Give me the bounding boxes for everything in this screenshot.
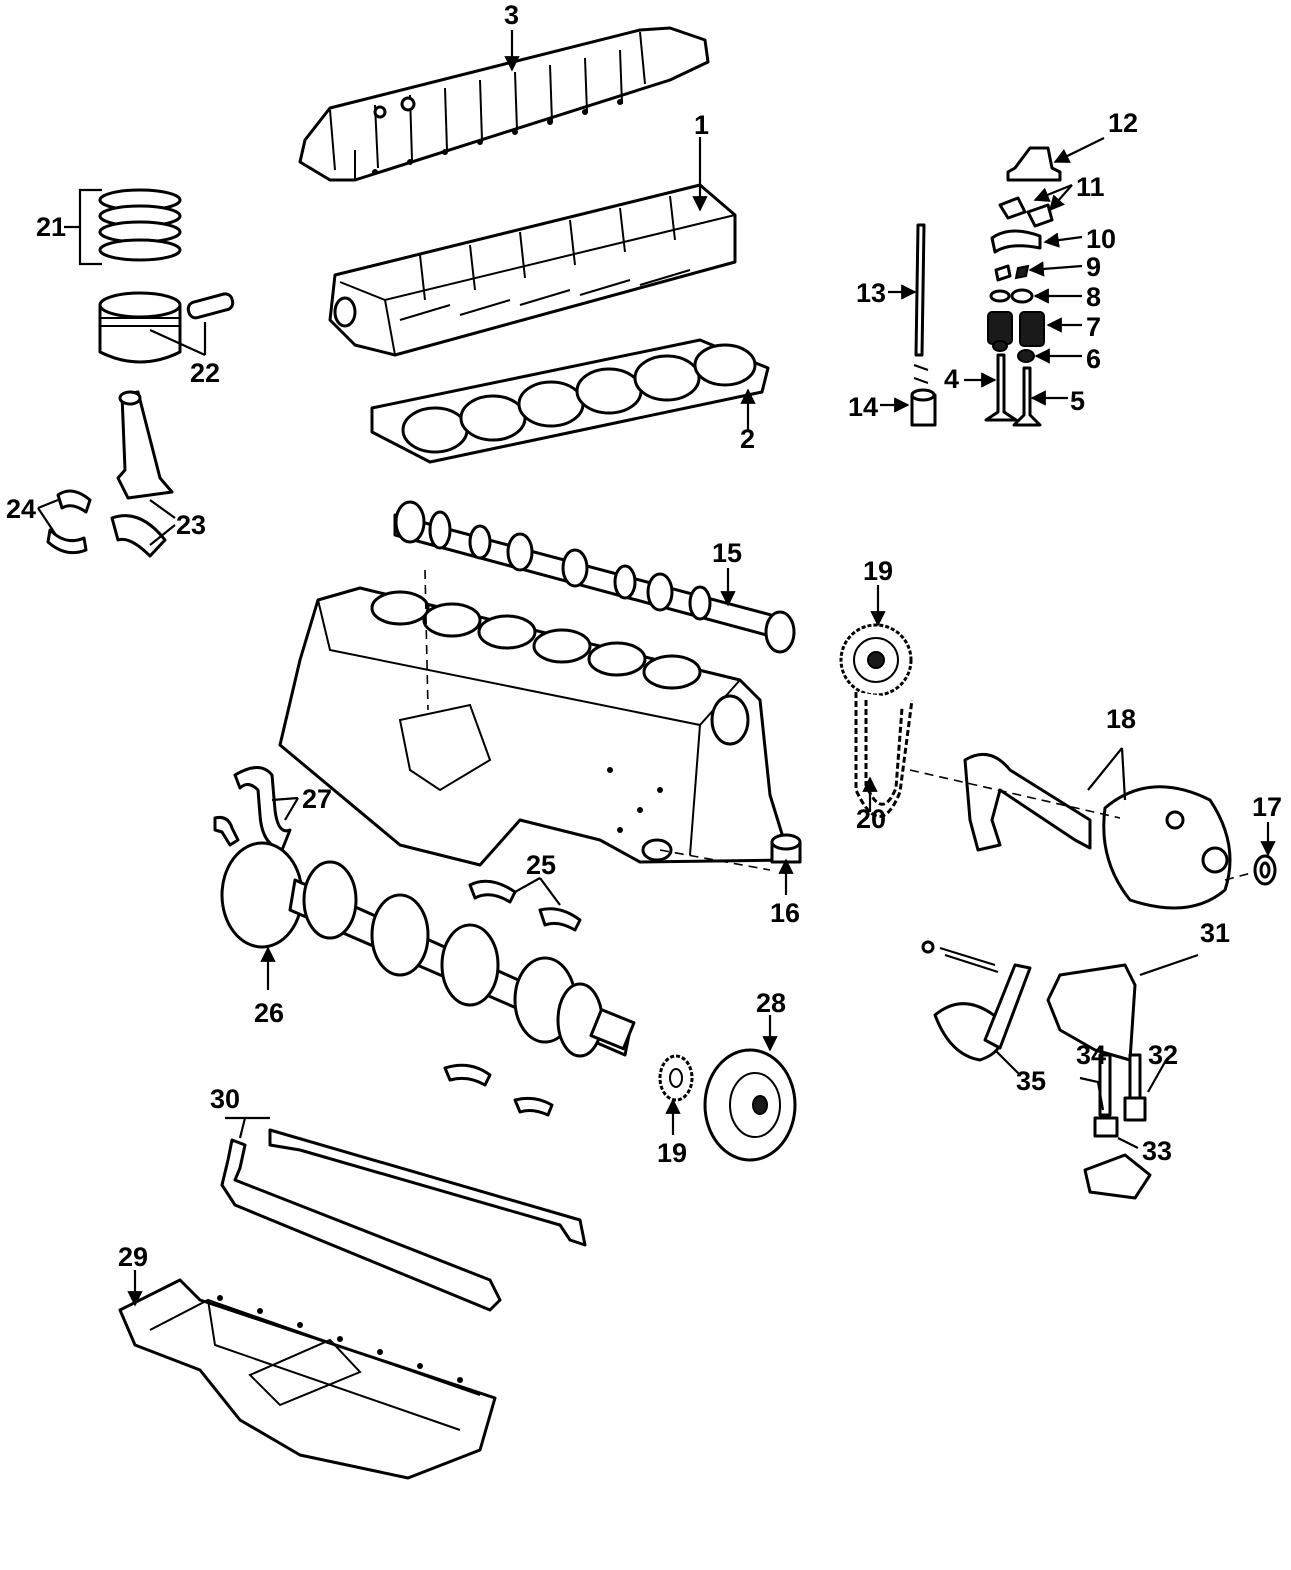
callout-labels: 1 2 3 4 5 6 7 8 9 10 11 12 13 14 15 16 1… (6, 0, 1282, 1272)
main-bearings (443, 877, 582, 1117)
piston (98, 291, 235, 364)
callout-30: 30 (210, 1084, 240, 1114)
piston-rings (64, 188, 182, 266)
front-crank-seal (1224, 854, 1277, 886)
callout-12: 12 (1108, 108, 1138, 138)
callout-23: 23 (176, 510, 206, 540)
callout-25: 25 (526, 850, 556, 880)
callout-15: 15 (712, 538, 742, 568)
head-gasket (370, 338, 770, 464)
callout-11: 11 (1076, 172, 1105, 202)
callout-17: 17 (1252, 792, 1282, 822)
callout-3: 3 (504, 0, 519, 30)
crankshaft (220, 841, 636, 1058)
valve-cover (298, 26, 710, 182)
callout-28: 28 (756, 988, 786, 1018)
callout-34: 34 (1076, 1040, 1106, 1070)
callout-19-upper: 19 (863, 556, 893, 586)
oil-pan (118, 1278, 497, 1480)
leader-arrows (127, 30, 1276, 1307)
rod-bearings (37, 489, 92, 555)
callout-6: 6 (1086, 344, 1101, 374)
callout-5: 5 (1070, 386, 1085, 416)
valve-train (910, 146, 1062, 427)
callout-29: 29 (118, 1242, 148, 1272)
cam-bearing (770, 833, 802, 864)
callout-7: 7 (1086, 312, 1101, 342)
callout-32: 32 (1148, 1040, 1178, 1070)
callout-24: 24 (6, 494, 36, 524)
camshaft (393, 500, 796, 654)
cylinder-head (328, 183, 737, 357)
timing-cover-gasket (909, 747, 1232, 910)
callout-20: 20 (856, 804, 886, 834)
engine-block (278, 569, 792, 871)
callout-22: 22 (190, 358, 220, 388)
callout-27: 27 (302, 784, 332, 814)
oil-pan-gasket (220, 1116, 587, 1312)
callout-21: 21 (36, 212, 66, 242)
oil-pump-assembly (921, 940, 1199, 1200)
callout-33: 33 (1142, 1136, 1172, 1166)
callout-31: 31 (1200, 918, 1230, 948)
cam-sprocket (839, 623, 913, 697)
callout-13: 13 (856, 278, 886, 308)
crank-sprocket (658, 1054, 694, 1102)
callout-4: 4 (944, 364, 959, 394)
connecting-rod (110, 390, 176, 558)
callout-18: 18 (1106, 704, 1136, 734)
callout-16: 16 (770, 898, 800, 928)
callout-19-lower: 19 (657, 1138, 687, 1168)
timing-chain (854, 692, 914, 818)
vibration-damper (703, 1048, 797, 1162)
callout-35: 35 (1016, 1066, 1046, 1096)
callout-8: 8 (1086, 282, 1101, 312)
callout-1: 1 (694, 110, 709, 140)
callout-10: 10 (1086, 224, 1116, 254)
callout-9: 9 (1086, 252, 1101, 282)
rear-main-seal (213, 766, 299, 852)
callout-2: 2 (740, 424, 755, 454)
callout-14: 14 (848, 392, 878, 422)
callout-26: 26 (254, 998, 284, 1028)
